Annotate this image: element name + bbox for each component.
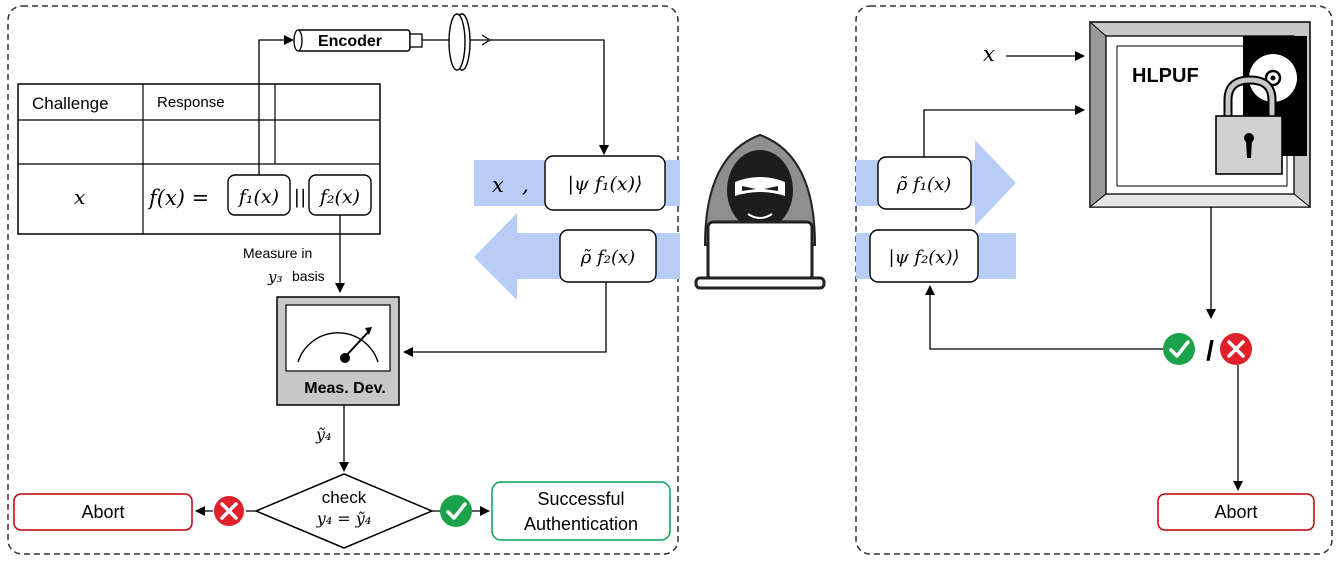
hlpuf-label: HLPUF [1132,65,1199,87]
check-line1: check [322,488,367,507]
psi-f1-label: |ψ f₁(x)⟩ [568,173,643,195]
client-panel [7,5,679,555]
channel-comma: , [522,173,529,197]
verdict-separator: / [1206,335,1214,366]
cross-icon-right [1220,333,1252,365]
y4-tilde-label: ỹ₄ [315,425,331,444]
abort-box-right [1157,493,1315,531]
measure-note-basis: basis [292,268,325,284]
table-header-response: Response [157,94,225,111]
measure-note-y3: y₃ [267,268,283,286]
channel-x-label: x [492,173,504,197]
meas-device-label: Meas. Dev. [304,380,386,397]
f2-label: f₂(x) [318,186,360,208]
check-line2: y₄ = ỹ₄ [316,509,371,528]
encoder-label: Encoder [318,33,382,50]
hlpuf-device [1088,20,1312,209]
success-box [491,481,671,541]
cross-icon-left [214,496,244,526]
abort-label-left: Abort [81,502,124,522]
success-line2: Authentication [524,514,638,534]
rho-f2-box [559,229,657,283]
rho-f1-label: ρ̃ f₁(x) [896,174,951,195]
encoder-device [293,29,423,52]
abort-label-right: Abort [1214,502,1257,522]
check-icon-left [440,495,472,527]
psi-f2-label: |ψ f₂(x)⟩ [889,247,960,268]
success-line1: Successful [537,489,624,509]
padlock-icon [1215,75,1283,175]
psi-f1-box [544,155,666,211]
check-diamond [254,473,434,549]
psi-f2-box [869,229,979,283]
abort-box-left [13,493,193,531]
f1-label: f₁(x) [237,186,279,208]
verdict-to-psi-line [925,285,1163,350]
table-cell-x: x [74,185,85,209]
rho-to-hlpuf-line [923,105,1085,157]
lens-to-psi-line [490,39,609,155]
server-x-label: x [983,42,995,66]
f1-to-encoder-line [258,35,294,175]
concat-label: || [294,186,307,208]
measure-note-line1: Measure in [243,245,312,261]
server-panel [855,5,1333,555]
hacker-icon [694,133,826,290]
rho-to-meas-line [403,282,607,357]
lens-icon [448,13,492,71]
table-header-challenge: Challenge [32,94,109,113]
rho-f2-label: ρ̃ f₂(x) [580,247,635,268]
check-icon-right [1163,333,1195,365]
measurement-device [276,296,400,406]
table-cell-fx: f(x) = [147,186,209,210]
